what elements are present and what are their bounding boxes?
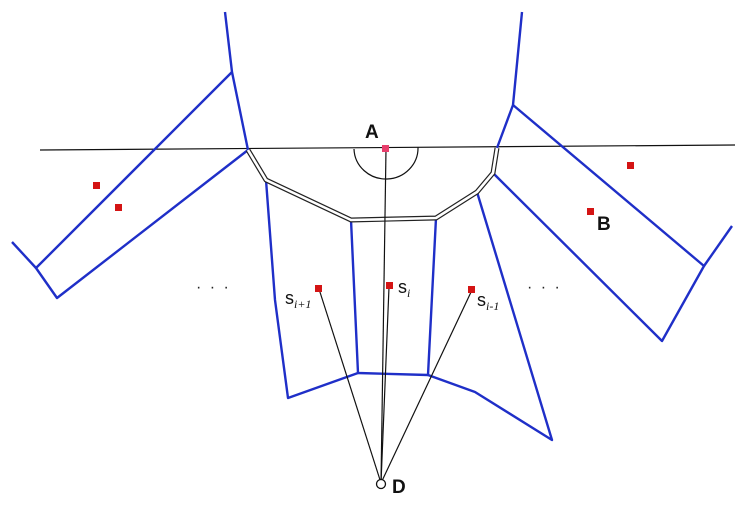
site-B xyxy=(587,208,594,215)
ray-D-si-minus-1 xyxy=(380,289,473,484)
site-left-2 xyxy=(115,204,122,211)
double-edges xyxy=(245,147,500,223)
voronoi-edges xyxy=(11,11,733,442)
site-si-minus-1 xyxy=(468,286,475,293)
edge-left-region-upper xyxy=(34,71,249,300)
ray-D-A xyxy=(380,148,387,484)
rays-from-D xyxy=(318,148,473,484)
edge-right-region-lower xyxy=(703,225,733,267)
edge-cell-right xyxy=(427,191,554,442)
label-si: si xyxy=(398,277,410,300)
ray-D-si-plus-1 xyxy=(318,288,382,484)
edge-top-right xyxy=(495,11,524,149)
label-B: B xyxy=(597,214,611,235)
ray-D-si xyxy=(380,286,390,484)
site-si xyxy=(386,282,393,289)
edge-left-region-lower xyxy=(11,241,37,269)
point-D xyxy=(375,478,387,490)
site-right-1 xyxy=(627,162,634,169)
label-si-minus-1: si-1 xyxy=(477,290,499,313)
sites xyxy=(93,145,634,293)
site-si-plus-1 xyxy=(315,285,322,292)
ellipsis-right: · · · xyxy=(527,279,562,296)
site-A xyxy=(382,145,389,152)
ellipsis-left: · · · xyxy=(196,279,231,296)
label-si-plus-1: si+1 xyxy=(285,288,311,311)
edge-top-left xyxy=(223,11,250,151)
label-A: A xyxy=(365,122,379,143)
edge-cell-left xyxy=(264,179,359,400)
edge-cell-center xyxy=(349,217,438,377)
semicircle-at-A xyxy=(353,146,419,180)
label-D: D xyxy=(392,477,406,498)
edge-right-region-upper xyxy=(492,104,706,343)
site-left-1 xyxy=(93,182,100,189)
